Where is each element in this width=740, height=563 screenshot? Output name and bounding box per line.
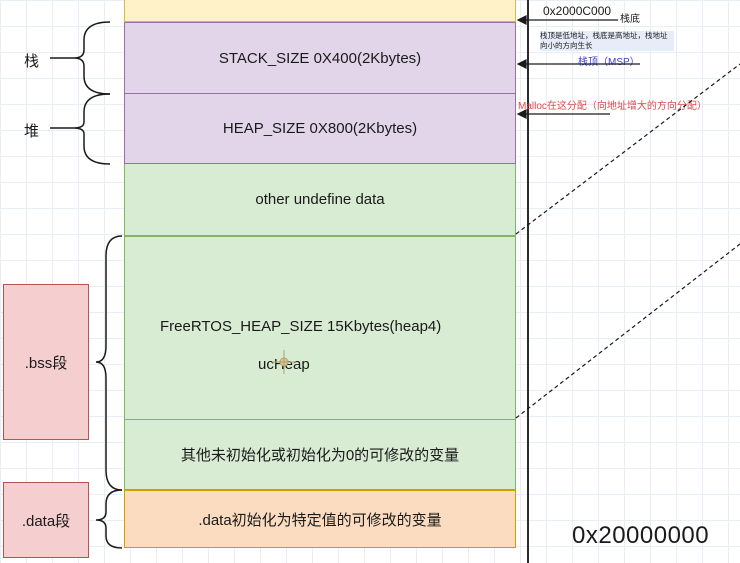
bss-other-block: 其他未初始化或初始化为0的可修改的变量 — [124, 420, 516, 490]
bss-segment-box: .bss段 — [3, 284, 89, 440]
top-memory-block — [124, 0, 516, 22]
data-init-label: .data初始化为特定值的可修改的变量 — [198, 511, 442, 529]
stack-note-label: 栈顶是低地址，栈底是高地址，栈地址向小的方向生长 — [540, 31, 674, 51]
data-segment-box: .data段 — [3, 482, 89, 558]
stack-top-label: 栈顶（MSP） — [578, 57, 640, 68]
heap-brace — [73, 93, 111, 165]
data-segment-label: .data段 — [21, 512, 71, 530]
cursor-marker — [272, 350, 296, 374]
data-init-block: .data初始化为特定值的可修改的变量 — [124, 490, 516, 548]
malloc-note-label: Malloc在这分配（向地址增大的方向分配） — [518, 101, 707, 112]
dashed-guide-lower — [515, 243, 740, 419]
top-address-label: 0x2000C000 — [543, 4, 612, 18]
dashed-guide-upper — [515, 63, 740, 235]
other-undefine-block: other undefine data — [124, 164, 516, 236]
data-brace — [95, 489, 123, 549]
bss-other-label: 其他未初始化或初始化为0的可修改的变量 — [180, 447, 460, 464]
stack-bottom-label: 栈底 — [620, 14, 640, 25]
freertos-heap-label: FreeRTOS_HEAP_SIZE 15Kbytes(heap4) — [160, 318, 442, 335]
stack-side-label: 栈 — [24, 53, 40, 70]
stack-brace — [73, 21, 111, 95]
freertos-heap-block — [124, 236, 516, 420]
heap-side-label: 堆 — [24, 123, 40, 140]
heap-block: HEAP_SIZE 0X800(2Kbytes) — [124, 94, 516, 164]
stack-block: STACK_SIZE 0X400(2Kbytes) — [124, 22, 516, 94]
heap-size-label: HEAP_SIZE 0X800(2Kbytes) — [222, 120, 418, 137]
address-axis-line — [527, 0, 529, 563]
bottom-address-label: 0x20000000 — [572, 522, 710, 549]
bss-brace — [95, 235, 123, 491]
other-undefine-label: other undefine data — [255, 191, 385, 208]
bss-segment-label: .bss段 — [24, 354, 68, 372]
stack-size-label: STACK_SIZE 0X400(2Kbytes) — [218, 49, 422, 67]
